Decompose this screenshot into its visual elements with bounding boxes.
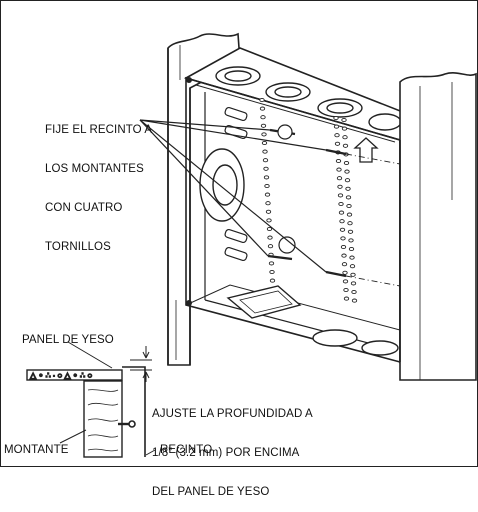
perforation-hole [345, 195, 352, 200]
perforation-hole [261, 132, 267, 137]
perforation-hole [265, 209, 272, 214]
perforation-hole [341, 253, 347, 258]
perforation-hole [336, 176, 343, 181]
alignment-lines [345, 153, 401, 287]
depth-line-2: 1/8” (3.2 mm) POR ENCIMA [152, 447, 300, 459]
perforation-hole [267, 244, 274, 249]
perforation-hole [334, 133, 340, 138]
perforation-hole [342, 135, 348, 140]
perforation-hole [259, 106, 266, 111]
perforation-hole [347, 229, 354, 234]
perforation-hole [269, 278, 276, 283]
perforation-hole [344, 178, 351, 183]
screws [267, 124, 347, 278]
perforation-hole [264, 183, 270, 189]
perforation-hole [337, 184, 343, 189]
perforation-hole [341, 126, 348, 131]
perforation-hole [336, 167, 342, 172]
perforation-hole [350, 281, 357, 286]
svg-text:△ ∘ ∴ ∙ ○ △ ∘ ∴ ○: △ ∘ ∴ ∙ ○ △ ∘ ∴ ○ [30, 371, 92, 380]
perforation-hole [344, 169, 350, 174]
mount-line-4: TORNILLOS [45, 241, 111, 253]
screw-lower-left [267, 254, 293, 261]
perforation-hole [348, 238, 354, 243]
perforation-hole [267, 235, 273, 240]
perforation-hole [269, 269, 275, 275]
depth-line-1: AJUSTE LA PROFUNDIDAD A [152, 408, 313, 420]
perforation-hole [333, 124, 340, 129]
perforation-hole [266, 226, 273, 232]
stud-label: MONTANTE [4, 444, 69, 456]
up-arrow [353, 137, 379, 163]
perforation-hole [342, 279, 349, 284]
perforation-hole [260, 115, 266, 120]
perforation-hole [335, 158, 342, 164]
perforation-hole [261, 140, 268, 146]
perforation-hole [333, 115, 339, 121]
perforation-hole [351, 298, 358, 303]
perforation-hole [346, 212, 353, 217]
mount-leader-lines [139, 119, 327, 273]
perforation-hole [351, 289, 357, 295]
mount-line-3: CON CUATRO [45, 202, 123, 214]
perforation-hole [341, 117, 347, 123]
mount-line-2: LOS MONTANTES [45, 163, 144, 175]
perforation-hole [260, 123, 267, 128]
perforation-hole [342, 270, 348, 275]
installation-diagram: △ ∘ ∴ ∙ ○ △ ∘ ∴ ○ [0, 0, 478, 467]
mounting-slots [224, 106, 248, 262]
perforation-hole [343, 287, 349, 293]
perforation-hole [349, 264, 356, 269]
drywall-label: PANEL DE YESO [22, 334, 114, 346]
perforation-hole [343, 296, 350, 301]
depth-line-3: DEL PANEL DE YESO [152, 486, 270, 498]
perforation-hole [342, 143, 349, 148]
perforation-hole [340, 244, 347, 250]
detail-stud [83, 380, 123, 458]
mount-line-1: FIJE EL RECINTO A [45, 124, 153, 136]
detail-enclosure [118, 366, 146, 457]
perforation-hole [334, 141, 341, 146]
perforation-hole [268, 261, 275, 266]
perforation-hole [343, 160, 350, 166]
enclosure-label: RECINTO [160, 444, 213, 456]
perforation-hole [345, 186, 351, 191]
perforation-hole [259, 97, 265, 103]
perforation-hole [339, 219, 345, 224]
perforation-hole [264, 192, 271, 197]
depth-dimension [130, 346, 152, 382]
perforation-hole [338, 201, 344, 207]
perforation-hole [339, 227, 346, 232]
perforation-hole [341, 262, 348, 267]
perforation-hole [350, 272, 356, 277]
perforation-hole [340, 236, 346, 241]
mount-instruction-label: FIJE EL RECINTO A LOS MONTANTES CON CUAT… [45, 98, 152, 267]
perforation-hole [266, 218, 272, 223]
perforation-hole [338, 210, 345, 215]
perforation-hole [348, 246, 355, 252]
detail-leaders [59, 341, 156, 456]
perforation-hole [262, 149, 268, 154]
screw-upper-right [325, 148, 347, 156]
perforation-hole [262, 158, 269, 163]
perforation-hole [349, 255, 355, 260]
right-stud [399, 72, 477, 381]
perforation-hole [263, 175, 270, 180]
perforation-hole [265, 201, 271, 206]
top-knockouts [215, 66, 402, 131]
perforation-hole [337, 193, 344, 198]
hole-columns [259, 97, 358, 303]
detail-drywall: △ ∘ ∴ ∙ ○ △ ∘ ∴ ○ [26, 369, 123, 381]
perforation-hole [347, 221, 353, 226]
perforation-hole [346, 203, 352, 209]
screw-lower-right [325, 270, 347, 278]
bottom-knockouts [226, 285, 399, 356]
side-knockout [199, 148, 245, 222]
perforation-hole [263, 166, 269, 171]
